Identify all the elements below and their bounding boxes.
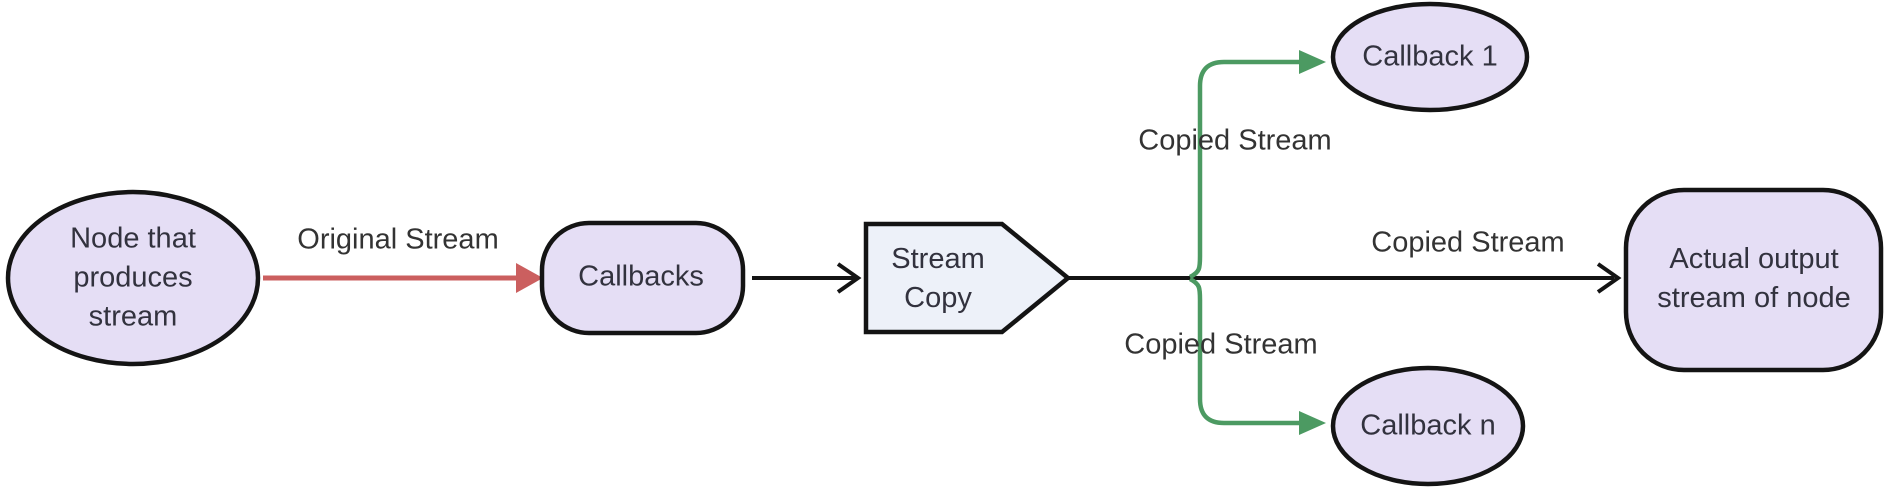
edge-copied-stream-main-arrowhead-icon <box>1596 262 1622 294</box>
node-stream-copy-odd-shape <box>863 221 1072 335</box>
node-label-producer: Node that produces stream <box>70 220 196 337</box>
node-label-callback-1: Callback 1 <box>1362 40 1498 73</box>
node-producer-ellipse <box>5 189 261 367</box>
node-label-actual-output: Actual output stream of node <box>1657 240 1850 318</box>
node-label-producer-line3: stream <box>88 300 178 333</box>
node-label-stream-copy: Stream Copy <box>891 240 984 318</box>
edge-label-copied-stream-bottom: Copied Stream <box>1124 328 1318 361</box>
edge-label-original-stream: Original Stream <box>297 223 499 256</box>
node-callback-n-ellipse <box>1330 365 1526 487</box>
node-label-callback-n: Callback n <box>1360 409 1496 442</box>
node-actual-output-rect <box>1623 187 1884 373</box>
edge-callbacks-to-copy-arrowhead-icon <box>836 262 862 294</box>
node-label-stream-copy-line1: Stream <box>891 243 985 275</box>
edge-copied-stream-bottom-arrowhead-icon <box>1299 411 1326 435</box>
edge-copied-stream-bottom-line <box>1188 276 1301 426</box>
edge-copied-stream-top-arrowhead-icon <box>1299 50 1326 74</box>
node-label-producer-line1: Node that <box>70 222 196 255</box>
edge-original-stream-arrowhead-icon <box>516 263 543 293</box>
node-label-actual-output-line2: stream of node <box>1657 282 1851 314</box>
edge-label-copied-stream-top: Copied Stream <box>1138 124 1332 157</box>
node-callback-1-ellipse <box>1330 1 1530 113</box>
node-label-callbacks: Callbacks <box>578 260 704 293</box>
node-label-producer-line2: produces <box>73 261 193 294</box>
node-label-stream-copy-line2: Copy <box>904 282 972 314</box>
node-label-actual-output-line1: Actual output <box>1669 243 1839 275</box>
edge-copied-stream-top-line <box>1188 59 1301 280</box>
node-callbacks-stadium <box>539 220 746 336</box>
edge-label-copied-stream-main: Copied Stream <box>1371 226 1565 259</box>
